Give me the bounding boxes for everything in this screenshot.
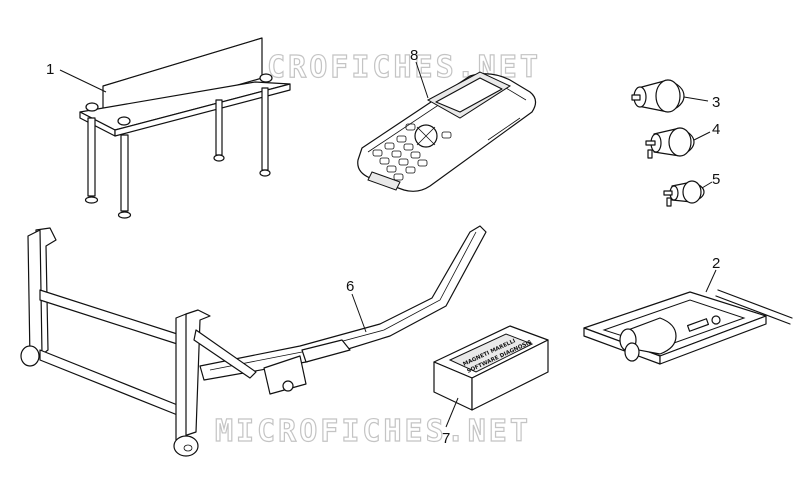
socket-wrench-large-icon — [631, 79, 685, 113]
engine-support-frame-icon — [583, 289, 793, 365]
callout-2: 2 — [712, 255, 720, 272]
callout-3: 3 — [712, 94, 720, 111]
callout-8: 8 — [410, 47, 418, 64]
software-box-icon: MAGNETI MARELLI SOFTWARE DIAGNOSIS — [433, 325, 549, 411]
socket-wrench-medium-icon — [645, 127, 695, 159]
leader-line-1 — [59, 69, 107, 93]
leader-line-8 — [415, 61, 429, 99]
leader-line-2 — [705, 269, 717, 293]
callout-4: 4 — [712, 121, 720, 138]
socket-wrench-small-icon — [663, 180, 705, 207]
watermark-top: MICROFICHES.NET — [225, 50, 541, 85]
callout-7: 7 — [442, 430, 450, 447]
center-stand-icon — [20, 225, 487, 457]
leader-line-4 — [693, 131, 711, 141]
callout-1: 1 — [46, 61, 54, 78]
bench-stand-icon — [79, 37, 291, 219]
leader-line-6 — [351, 293, 367, 333]
leader-line-7 — [445, 397, 459, 428]
diagnostic-tester-icon — [357, 71, 537, 192]
leader-line-3 — [683, 96, 709, 102]
watermark-bottom: MICROFICHES.NET — [215, 414, 531, 449]
callout-6: 6 — [346, 278, 354, 295]
leader-line-5 — [701, 181, 713, 189]
callout-5: 5 — [712, 171, 720, 188]
